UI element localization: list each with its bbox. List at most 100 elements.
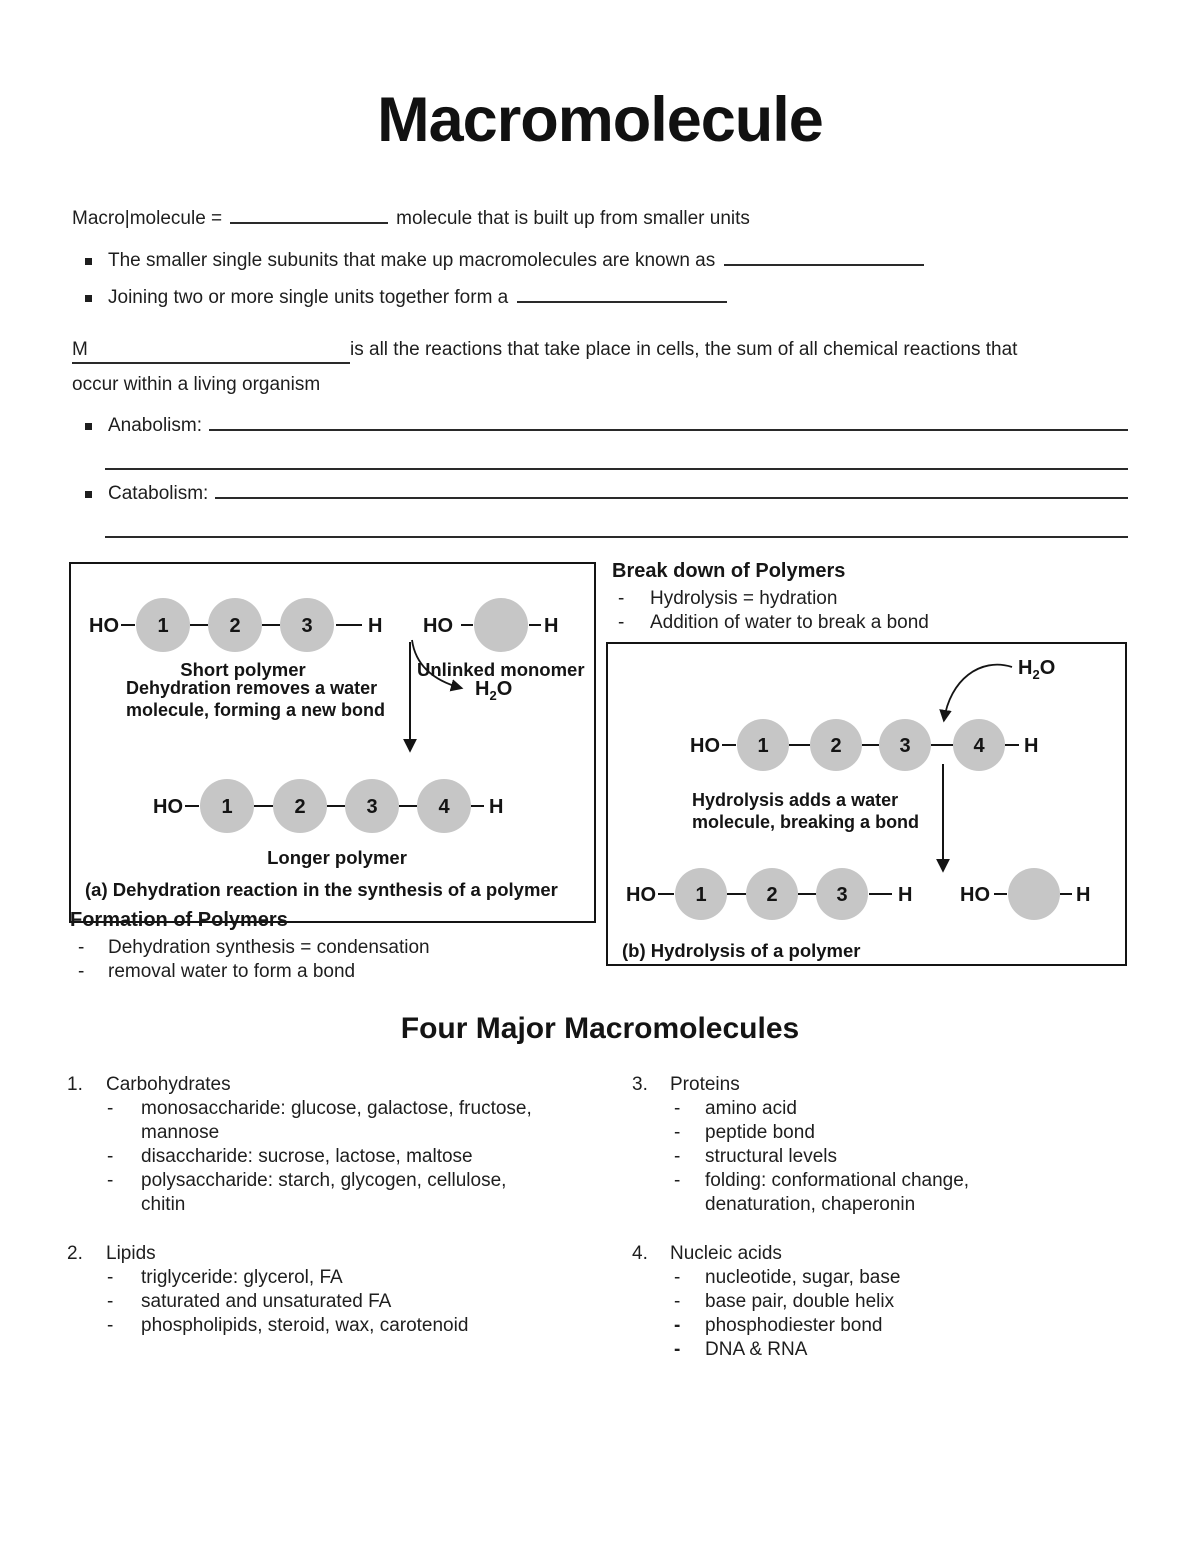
list-subitem-text: nucleotide, sugar, base (705, 1267, 901, 1288)
breakdown-item: - Addition of water to break a bond (618, 611, 929, 635)
list-subitem: - structural levels (674, 1145, 1005, 1169)
intro-line: Macro|molecule = molecule that is built … (72, 207, 750, 231)
list-item-header: 3. Proteins (632, 1073, 1005, 1097)
h2o-h: H (475, 678, 489, 700)
monomer-circle (816, 868, 868, 920)
list-number: 3. (632, 1074, 648, 1095)
list-item-lipids: 2. Lipids - triglyceride: glycerol, FA -… (67, 1242, 533, 1338)
list-subitem: - monosaccharide: glucose, galactose, fr… (107, 1097, 533, 1145)
list-subitem: - amino acid (674, 1097, 1005, 1121)
four-major-heading: Four Major Macromolecules (400, 1012, 800, 1045)
longer-polymer-label: Longer polymer (267, 847, 407, 868)
h2o-sub: 2 (1032, 667, 1039, 682)
list-name: Lipids (106, 1243, 156, 1264)
ho-label: HO (423, 615, 453, 637)
figure-b-caption: (b) Hydrolysis of a polymer (622, 940, 861, 961)
ho-label: HO (690, 735, 720, 757)
list-number: 2. (67, 1243, 83, 1264)
list-subitem-text: DNA & RNA (705, 1339, 808, 1360)
dash-marker: - (107, 1315, 114, 1336)
h-label: H (898, 884, 912, 906)
dash-marker: - (674, 1339, 681, 1360)
anabolism-label: Anabolism: (108, 415, 202, 436)
page-title: Macromolecule (377, 85, 824, 155)
breakdown-item-text: Hydrolysis = hydration (650, 588, 838, 609)
list-subitem: - triglyceride: glycerol, FA (107, 1266, 533, 1290)
monomer-circle (1008, 868, 1060, 920)
list-subitem: - phospholipids, steroid, wax, carotenoi… (107, 1314, 533, 1338)
hydrolysis-note-line1: Hydrolysis adds a water (692, 790, 898, 810)
monomer-number: 3 (301, 615, 312, 637)
figure-a-diagram: HO 1 2 3 H HO H Short polymer Unlinked m… (85, 598, 585, 900)
monomer-number: 1 (157, 615, 168, 637)
list-subitem-text: saturated and unsaturated FA (141, 1291, 392, 1312)
dehydration-note-line2: molecule, forming a new bond (126, 700, 385, 720)
fill-blank (724, 264, 925, 266)
list-name: Carbohydrates (106, 1074, 231, 1095)
list-name: Proteins (670, 1074, 740, 1095)
monomer-circle (675, 868, 727, 920)
monomer-circle (417, 779, 471, 833)
monomer-circle (345, 779, 399, 833)
fill-blank-line (105, 468, 1128, 470)
figure-a-caption: (a) Dehydration reaction in the synthesi… (85, 879, 558, 900)
figure-b-hydrolysis: H2O HO 1 2 3 4 H Hydrolysis adds a water… (606, 642, 1127, 966)
list-subitem-text: folding: conformational change, denatura… (705, 1170, 970, 1215)
list-subitem: - base pair, double helix (674, 1290, 1005, 1314)
dehydration-note-line1: Dehydration removes a water (126, 678, 377, 698)
list-item-nucleic-acids: 4. Nucleic acids - nucleotide, sugar, ba… (632, 1242, 1005, 1362)
dash-marker: - (78, 961, 85, 982)
monomer-number: 2 (766, 884, 777, 906)
monomer-number: 2 (229, 615, 240, 637)
dash-marker: - (674, 1098, 681, 1119)
dash-marker: - (107, 1146, 114, 1167)
list-item-header: 1. Carbohydrates (67, 1073, 533, 1097)
list-subitem-text: disaccharide: sucrose, lactose, maltose (141, 1146, 473, 1167)
h-label: H (1076, 884, 1090, 906)
monomer-circle (136, 598, 190, 652)
intro-bullet-1: The smaller single subunits that make up… (85, 249, 925, 273)
monomer-number: 3 (836, 884, 847, 906)
monomer-number: 1 (695, 884, 706, 906)
list-subitem-text: peptide bond (705, 1122, 815, 1143)
dash-marker: - (618, 588, 625, 609)
list-subitem-text: amino acid (705, 1098, 797, 1119)
intro-line-post: molecule that is built up from smaller u… (396, 208, 750, 229)
list-subitem-text: phosphodiester bond (705, 1315, 883, 1336)
intro-bullet-2: Joining two or more single units togethe… (85, 286, 728, 310)
monomer-circle (474, 598, 528, 652)
list-subitem-text: base pair, double helix (705, 1291, 895, 1312)
h-label: H (368, 615, 382, 637)
list-subitem: - DNA & RNA (674, 1338, 1005, 1362)
dash-marker: - (674, 1122, 681, 1143)
fill-blank-line (105, 536, 1128, 538)
water-release-arrow (411, 639, 464, 692)
list-subitem-text: monosaccharide: glucose, galactose, fruc… (141, 1098, 532, 1143)
unlinked-monomer-label: Unlinked monomer (417, 659, 585, 680)
fill-blank-m: M (72, 338, 350, 364)
intro-bullet-2-text: Joining two or more single units togethe… (108, 287, 509, 308)
list-subitem: - disaccharide: sucrose, lactose, maltos… (107, 1145, 533, 1169)
h-label: H (544, 615, 558, 637)
dash-marker: - (674, 1146, 681, 1167)
formation-heading: Formation of Polymers (70, 909, 288, 931)
list-item-header: 2. Lipids (67, 1242, 533, 1266)
formation-item-text: Dehydration synthesis = condensation (108, 937, 430, 958)
dash-marker: - (107, 1291, 114, 1312)
h2o-label: H2O (1018, 657, 1055, 682)
metabolism-m: M (72, 339, 88, 360)
h2o-o: O (497, 678, 513, 700)
monomer-number: 3 (366, 796, 377, 818)
h2o-h: H (1018, 657, 1032, 679)
metabolism-rest: is all the reactions that take place in … (350, 339, 1018, 360)
h2o-sub: 2 (489, 688, 496, 703)
list-item-carbohydrates: 1. Carbohydrates - monosaccharide: gluco… (67, 1073, 533, 1217)
monomer-circle (953, 719, 1005, 771)
monomer-number: 2 (294, 796, 305, 818)
dash-marker: - (674, 1291, 681, 1312)
catabolism-label: Catabolism: (108, 483, 209, 504)
list-subitem-text: polysaccharide: starch, glycogen, cellul… (141, 1170, 507, 1215)
catabolism-row: Catabolism: (85, 482, 1128, 506)
monomer-circle (737, 719, 789, 771)
